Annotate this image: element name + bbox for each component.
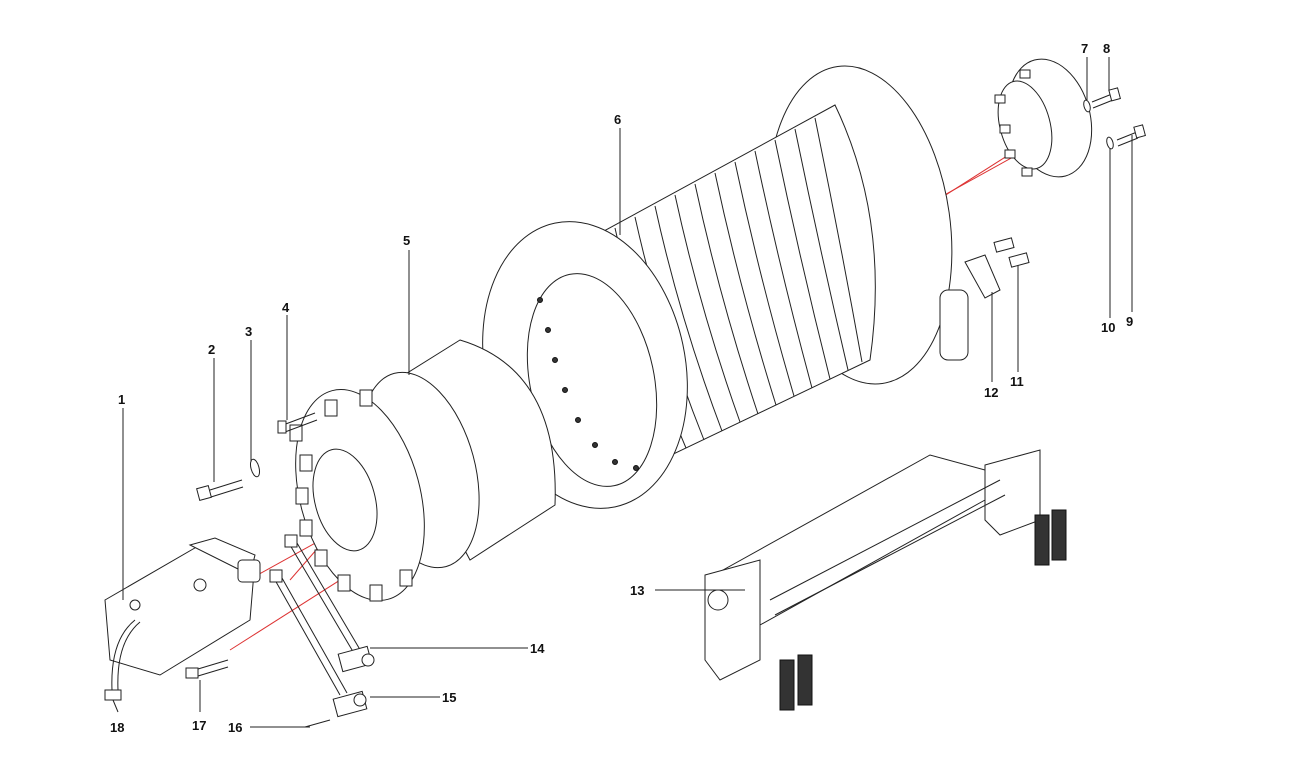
callout-2: 2 <box>208 342 215 357</box>
callout-8: 8 <box>1103 41 1110 56</box>
frame-left-end <box>704 559 761 681</box>
hose-assembly-part-14 <box>269 534 363 696</box>
callout-14: 14 <box>530 641 545 656</box>
plug-part-16 <box>304 719 331 728</box>
callout-15: 15 <box>442 690 456 705</box>
callout-10: 10 <box>1101 320 1115 335</box>
callout-7: 7 <box>1081 41 1088 56</box>
callout-17: 17 <box>192 718 206 733</box>
housing-bolts <box>289 389 413 602</box>
cable-wire <box>111 619 136 691</box>
frame-pivot-hole <box>707 589 729 611</box>
callout-11: 11 <box>1010 374 1024 389</box>
drum-bolt-holes <box>537 297 639 471</box>
motor-spline-shaft <box>237 559 261 583</box>
callout-labels: 1 2 3 4 5 6 7 8 9 10 11 12 13 14 15 16 1… <box>110 41 1133 735</box>
callout-16: 16 <box>228 720 242 735</box>
frame-springs <box>779 509 1067 711</box>
bolt-part-8 <box>1091 87 1121 109</box>
fitting-part-15 <box>332 645 375 718</box>
callout-9: 9 <box>1126 314 1133 329</box>
clamp-part-12 <box>964 254 1001 299</box>
hydraulic-motor-part-1 <box>104 537 261 676</box>
cable-connector <box>104 689 122 701</box>
bolt-part-9 <box>1116 124 1146 147</box>
bolt-part-2 <box>196 479 244 501</box>
drum-spline-hub <box>939 289 969 361</box>
callout-3: 3 <box>245 324 252 339</box>
washer-part-3 <box>249 458 261 478</box>
motor-port <box>193 578 207 592</box>
pin-part-17 <box>185 659 229 679</box>
callout-5: 5 <box>403 233 410 248</box>
callout-leaders <box>112 57 1133 728</box>
housing-center-bore <box>312 448 378 552</box>
callout-4: 4 <box>282 300 290 315</box>
callout-6: 6 <box>614 112 621 127</box>
stud-part-4 <box>277 412 318 434</box>
bolt-part-11 <box>993 237 1030 268</box>
frame-assembly-part-13 <box>704 449 1067 711</box>
washer-part-7 <box>1083 99 1091 113</box>
callout-1: 1 <box>118 392 125 407</box>
callout-13: 13 <box>630 583 644 598</box>
callout-12: 12 <box>984 385 998 400</box>
washer-part-10 <box>1106 136 1114 150</box>
brake-housing-part-5 <box>289 339 556 602</box>
motor-port-2 <box>129 599 141 611</box>
drum-part-6 <box>482 65 969 509</box>
frame-right-end <box>984 449 1041 536</box>
callout-18: 18 <box>110 720 124 735</box>
bearing-plate <box>994 58 1093 178</box>
